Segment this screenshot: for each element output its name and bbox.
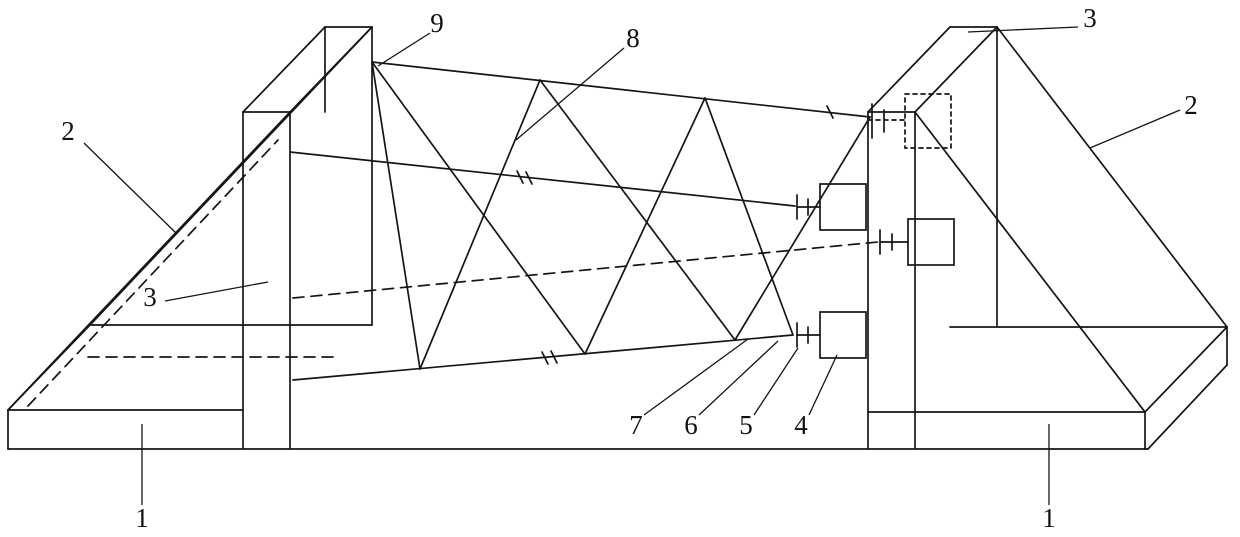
leader-9	[377, 32, 431, 67]
tensioner-middle	[879, 218, 955, 266]
right-gusset	[914, 26, 1228, 413]
truss-web	[371, 61, 871, 370]
label-1-left: 1	[135, 503, 149, 533]
leader-lines	[83, 26, 1181, 505]
leader-2-left	[83, 142, 177, 234]
middle-cable	[289, 151, 796, 207]
cable-clamp-ticks	[516, 105, 834, 365]
tensioner-bottom	[796, 311, 867, 359]
label-2-right: 2	[1184, 90, 1198, 120]
leader-3-left	[164, 281, 269, 302]
label-3-right: 3	[1083, 3, 1097, 33]
left-plate	[242, 26, 373, 449]
right-plate	[867, 26, 998, 449]
top-cable	[371, 61, 871, 118]
label-8: 8	[626, 23, 640, 53]
tensioner-dotted	[867, 93, 952, 149]
leader-7	[643, 338, 749, 416]
label-4: 4	[794, 410, 808, 440]
label-3-left: 3	[143, 282, 157, 312]
leader-2-right	[1089, 109, 1181, 149]
bottom-cable	[292, 334, 794, 381]
label-5: 5	[739, 410, 753, 440]
label-9: 9	[430, 8, 444, 38]
tensioner-top	[796, 183, 867, 231]
leader-8	[515, 47, 625, 141]
leader-5	[753, 347, 799, 416]
left-gusset	[7, 26, 373, 411]
leader-6	[698, 340, 779, 416]
label-1-right: 1	[1042, 503, 1056, 533]
leader-4	[808, 354, 838, 416]
hidden-dashed-cable	[292, 241, 879, 299]
leader-3-right	[967, 26, 1079, 33]
label-7: 7	[629, 410, 643, 440]
left-base-slab	[7, 324, 373, 450]
labels: 2 3 9 8 3 2 7 6 5 4 1 1	[61, 3, 1198, 533]
label-2-left: 2	[61, 116, 75, 146]
right-base-slab	[867, 326, 1228, 450]
label-6: 6	[684, 410, 698, 440]
